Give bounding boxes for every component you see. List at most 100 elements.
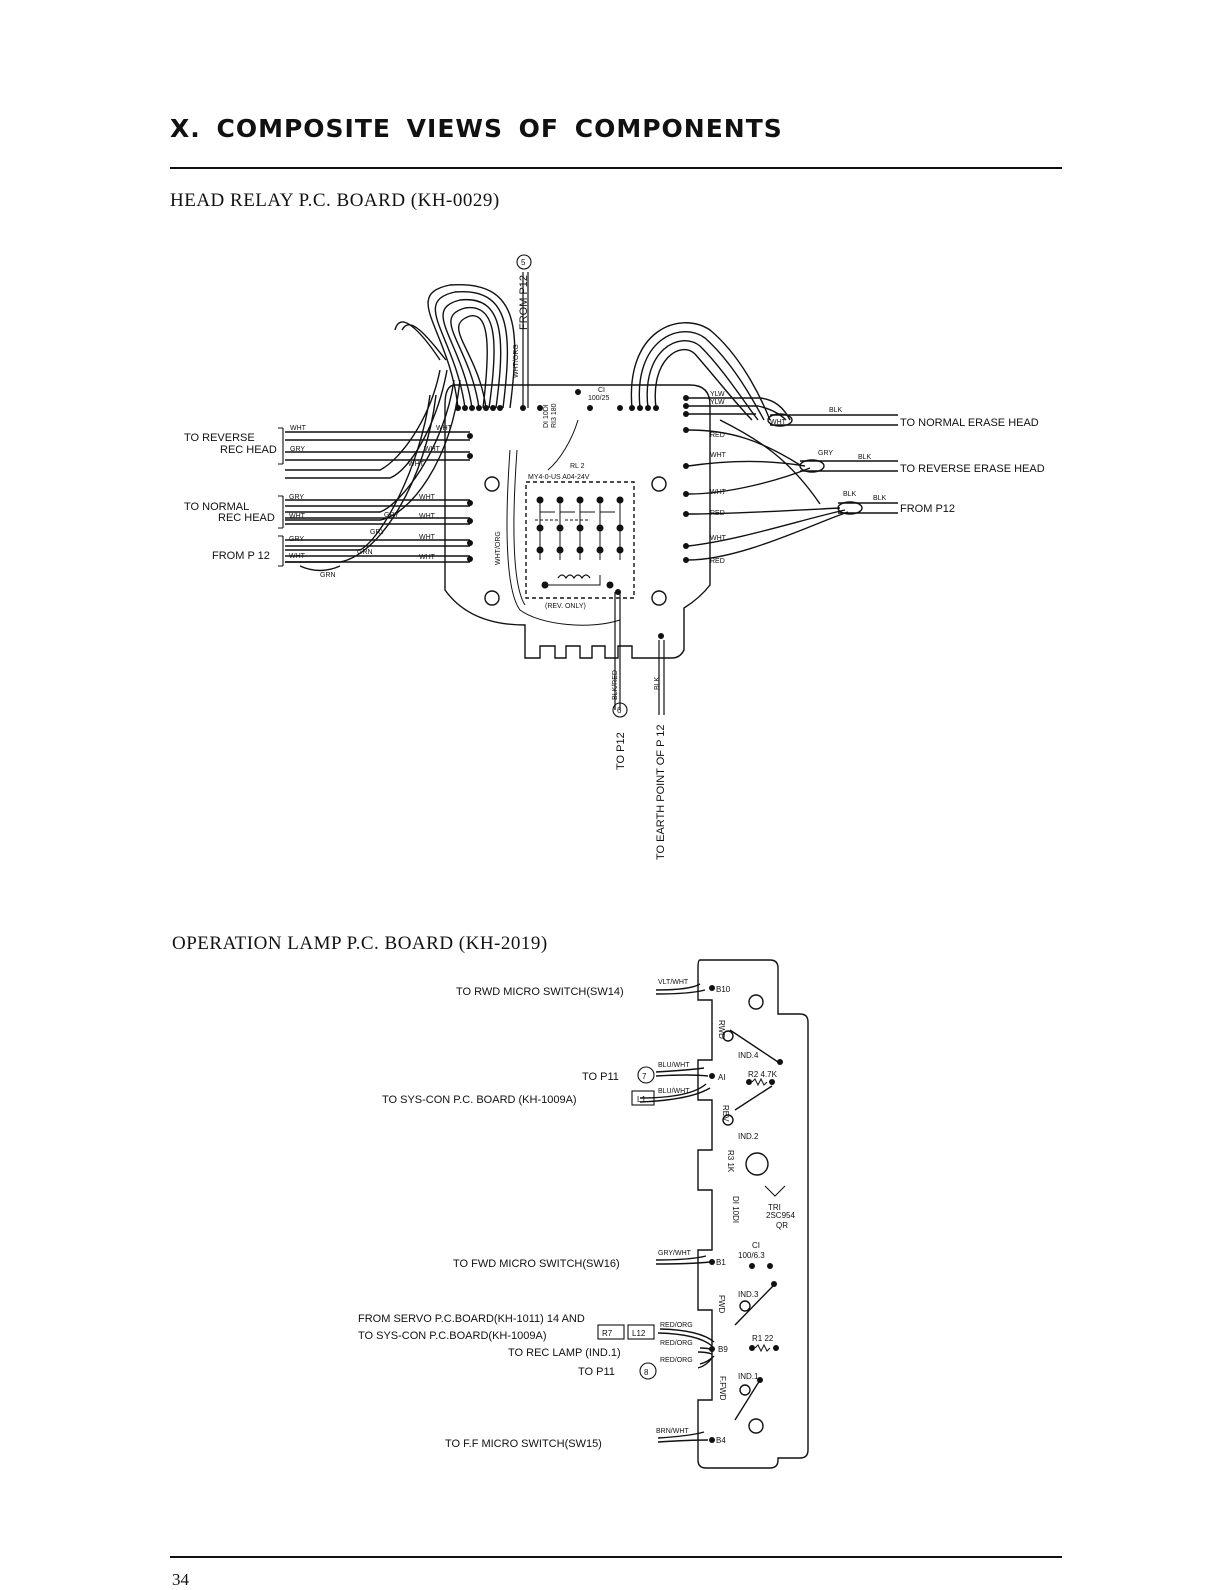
svg-text:YLW: YLW [710,391,725,398]
ind1-label: IND.1 [738,1372,759,1381]
mount-hole [651,590,667,606]
svg-text:WHT: WHT [290,425,307,432]
rl2-label: RL 2 [570,463,585,470]
svg-text:RED: RED [710,558,725,565]
bottom-rule [170,1556,1062,1558]
rwd-label: RWD [717,1020,726,1039]
from-p12-right-label: FROM P12 [900,503,955,515]
to-earth-label: TO EARTH POINT OF P 12 [655,724,667,860]
head-relay-diagram [278,272,898,715]
svg-text:GRY/WHT: GRY/WHT [658,1250,692,1257]
svg-text:7: 7 [642,1072,647,1081]
op-lamp-board-outline [697,959,809,1469]
rec-head-1-label: REC HEAD [220,444,277,456]
pin-6-circle [612,702,628,718]
reverse-erase-cable [800,460,898,472]
svg-text:BLK: BLK [843,491,857,498]
svg-text:GRY: GRY [384,512,399,519]
ind2-lamp [722,1114,734,1126]
svg-text:RED/ORG: RED/ORG [660,1357,693,1364]
to-p12-label: TO P12 [615,732,627,770]
c1-op-value: 100/6.3 [738,1251,765,1260]
ff-switch-label: TO F.F MICRO SWITCH(SW15) [445,1438,602,1450]
op-lamp-diagram [597,959,809,1469]
rec-head-2-label: REC HEAD [218,512,275,524]
op-mount-hole-top [748,994,764,1010]
svg-text:BLK: BLK [858,454,872,461]
to-p11-b-label: TO P11 [578,1366,615,1378]
svg-text:YLW: YLW [710,399,725,406]
ind4-label: IND.4 [738,1051,759,1060]
svg-text:WHT: WHT [289,553,306,560]
p11-8-circle [639,1362,657,1380]
svg-text:RED: RED [710,432,725,439]
ind1-lamp [739,1384,751,1396]
mount-hole [484,476,500,492]
operation-lamp-title: OPERATION LAMP P.C. BOARD (KH-2019) [172,933,548,954]
svg-text:GRN: GRN [357,549,373,556]
to-rec-lamp-label: TO REC LAMP (IND.1) [508,1347,621,1359]
svg-text:BLU/WHT: BLU/WHT [658,1088,690,1095]
mount-hole [484,590,500,606]
a1-label: AI [718,1073,726,1082]
b9-label: B9 [718,1345,728,1354]
pin-5-label: 5 [521,258,526,267]
ind3-lamp [739,1300,751,1312]
svg-text:WHT: WHT [710,452,727,459]
ffwd-label: F.FWD [718,1376,727,1401]
svg-text:8: 8 [644,1368,649,1377]
c1-label: CI [598,387,605,394]
r3-trimmer [745,1152,769,1176]
svg-text:L12: L12 [632,1329,646,1338]
svg-text:WHT: WHT [419,513,436,520]
relay-coil [557,574,591,580]
svg-text:BLK: BLK [829,407,843,414]
svg-text:BRN/WHT: BRN/WHT [656,1428,689,1435]
svg-text:WHT: WHT [710,535,727,542]
svg-text:VLT/WHT: VLT/WHT [658,979,689,986]
to-reverse-erase-label: TO REVERSE ERASE HEAD [900,463,1045,475]
rev-only-label: (REV. ONLY) [545,603,586,610]
svg-text:RED/ORG: RED/ORG [660,1322,693,1329]
tr1-model: 2SC954 [766,1211,795,1220]
rwd-switch-label: TO RWD MICRO SWITCH(SW14) [456,986,624,998]
svg-text:WHT/ORG: WHT/ORG [495,531,502,565]
svg-text:RED: RED [710,510,725,517]
b10-label: B10 [716,985,731,994]
svg-text:BLK: BLK [654,676,661,690]
to-reverse-label: TO REVERSE [184,432,255,444]
svg-text:WHT: WHT [289,513,306,520]
mount-hole [651,476,667,492]
d1-label: DI 10DI [543,404,550,428]
normal-erase-cable [770,414,898,426]
wht-org-top-label: WHT/ORG [513,344,520,378]
svg-text:BLK: BLK [873,495,887,502]
op-mount-hole-bottom [748,1418,764,1434]
svg-text:WHT: WHT [436,425,453,432]
ind3-label: IND.3 [738,1290,759,1299]
to-syscon-label: TO SYS-CON P.C.BOARD(KH-1009A) [358,1330,546,1342]
svg-text:RED/ORG: RED/ORG [660,1340,693,1347]
b1-label: B1 [716,1258,726,1267]
svg-text:WHT: WHT [408,461,425,468]
ind2-label: IND.2 [738,1132,759,1141]
op-lamp-labels: TO RWD MICRO SWITCH(SW14) VLT/WHT B10 RW… [358,979,795,1450]
from-p12-left-label: FROM P 12 [212,550,270,562]
svg-text:WHT: WHT [419,494,436,501]
to-normal-erase-label: TO NORMAL ERASE HEAD [900,417,1039,429]
sys-con-label: TO SYS-CON P.C. BOARD (KH-1009A) [382,1094,577,1106]
c1-op-label: CI [752,1241,760,1250]
svg-text:WHT: WHT [419,534,436,541]
svg-text:R7: R7 [602,1329,613,1338]
svg-text:GRY: GRY [818,450,833,457]
svg-text:GRY: GRY [290,446,305,453]
r13-label: RI3 180 [551,403,558,428]
to-normal-label: TO NORMAL [184,501,249,513]
svg-text:GRY: GRY [370,529,385,536]
c1-value: 100/25 [588,395,610,402]
svg-text:GRY: GRY [289,536,304,543]
relay-model-label: MY4-0-US A04-24V [528,474,590,481]
r2-label: R2 4.7K [748,1070,778,1079]
head-relay-board-outline [444,384,711,659]
